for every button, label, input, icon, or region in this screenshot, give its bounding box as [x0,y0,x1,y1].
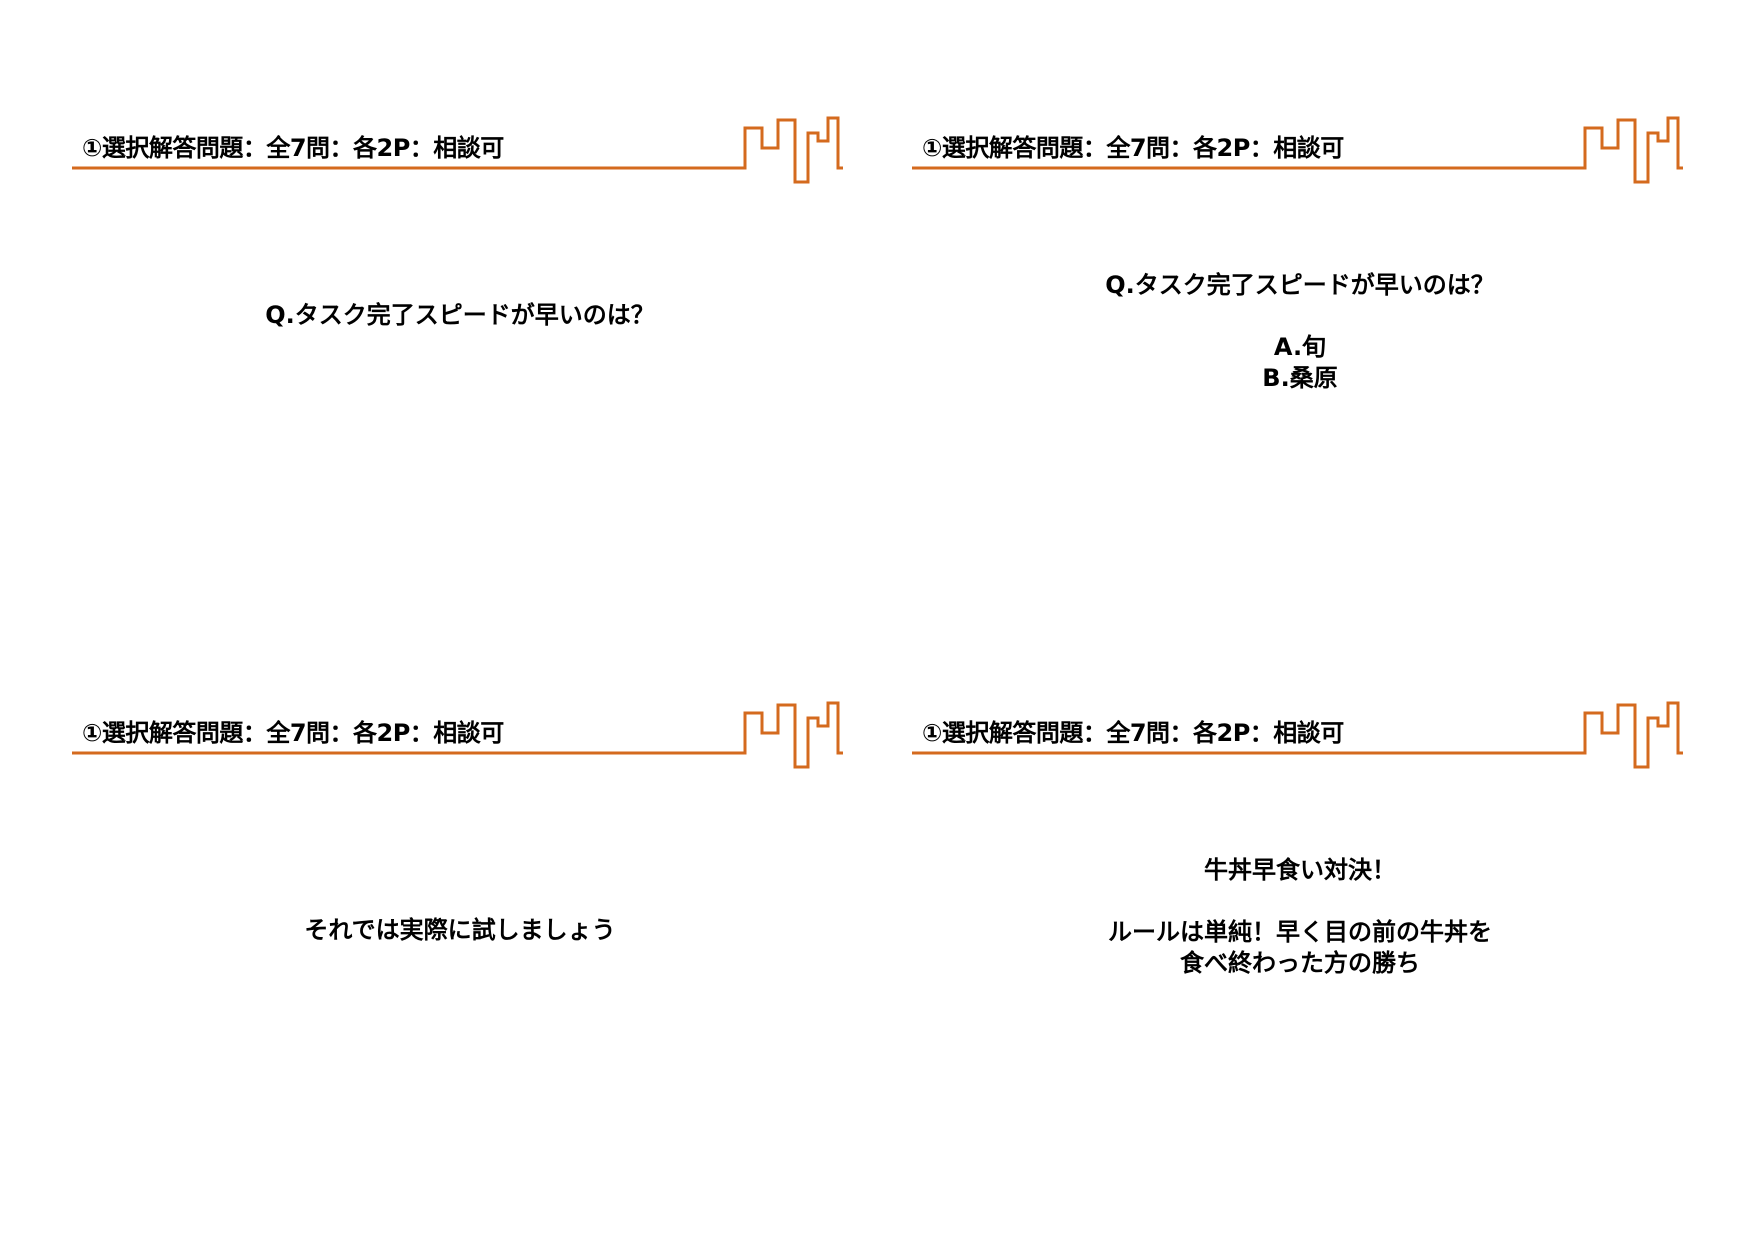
challenge-title: 牛丼早食い対決！ [1204,856,1396,884]
slide-4: ①選択解答問題：全7問：各2P：相談可 牛丼早食い対決！ ルールは単純！早く目の… [840,585,1683,1165]
slide-body: それでは実際に試しましょう [70,915,850,946]
question-text: Q.タスク完了スピードが早いのは？ [265,301,655,329]
slide-body: Q.タスク完了スピードが早いのは？ [70,300,850,331]
answer-option-a: A.旬 [1273,333,1327,361]
slide-header: ①選択解答問題：全7問：各2P：相談可 [840,585,1683,775]
slide-2: ①選択解答問題：全7問：各2P：相談可 Q.タスク完了スピードが早いのは？ A.… [840,0,1683,580]
header-decorative-line [72,701,843,769]
slide-body: 牛丼早食い対決！ ルールは単純！早く目の前の牛丼を 食べ終わった方の勝ち [910,855,1690,979]
spacer [910,301,1690,332]
spacer [910,886,1690,917]
slide-body: Q.タスク完了スピードが早いのは？ A.旬 B.桑原 [910,270,1690,394]
answer-option-b: B.桑原 [1262,364,1338,392]
header-decorative-line [912,701,1683,769]
slide-3: ①選択解答問題：全7問：各2P：相談可 それでは実際に試しましょう [0,585,843,1165]
header-decorative-line [912,116,1683,184]
instruction-text: それでは実際に試しましょう [304,916,616,944]
question-text: Q.タスク完了スピードが早いのは？ [1105,271,1495,299]
rule-text-line-1: ルールは単純！早く目の前の牛丼を [1108,918,1492,946]
header-title: ①選択解答問題：全7問：各2P：相談可 [922,134,1344,162]
header-title: ①選択解答問題：全7問：各2P：相談可 [82,134,504,162]
header-title: ①選択解答問題：全7問：各2P：相談可 [922,719,1344,747]
rule-text-line-2: 食べ終わった方の勝ち [1180,949,1420,977]
slide-header: ①選択解答問題：全7問：各2P：相談可 [0,585,843,775]
header-title: ①選択解答問題：全7問：各2P：相談可 [82,719,504,747]
slide-header: ①選択解答問題：全7問：各2P：相談可 [840,0,1683,190]
slide-1: ①選択解答問題：全7問：各2P：相談可 Q.タスク完了スピードが早いのは？ [0,0,843,580]
slide-header: ①選択解答問題：全7問：各2P：相談可 [0,0,843,190]
header-decorative-line [72,116,843,184]
